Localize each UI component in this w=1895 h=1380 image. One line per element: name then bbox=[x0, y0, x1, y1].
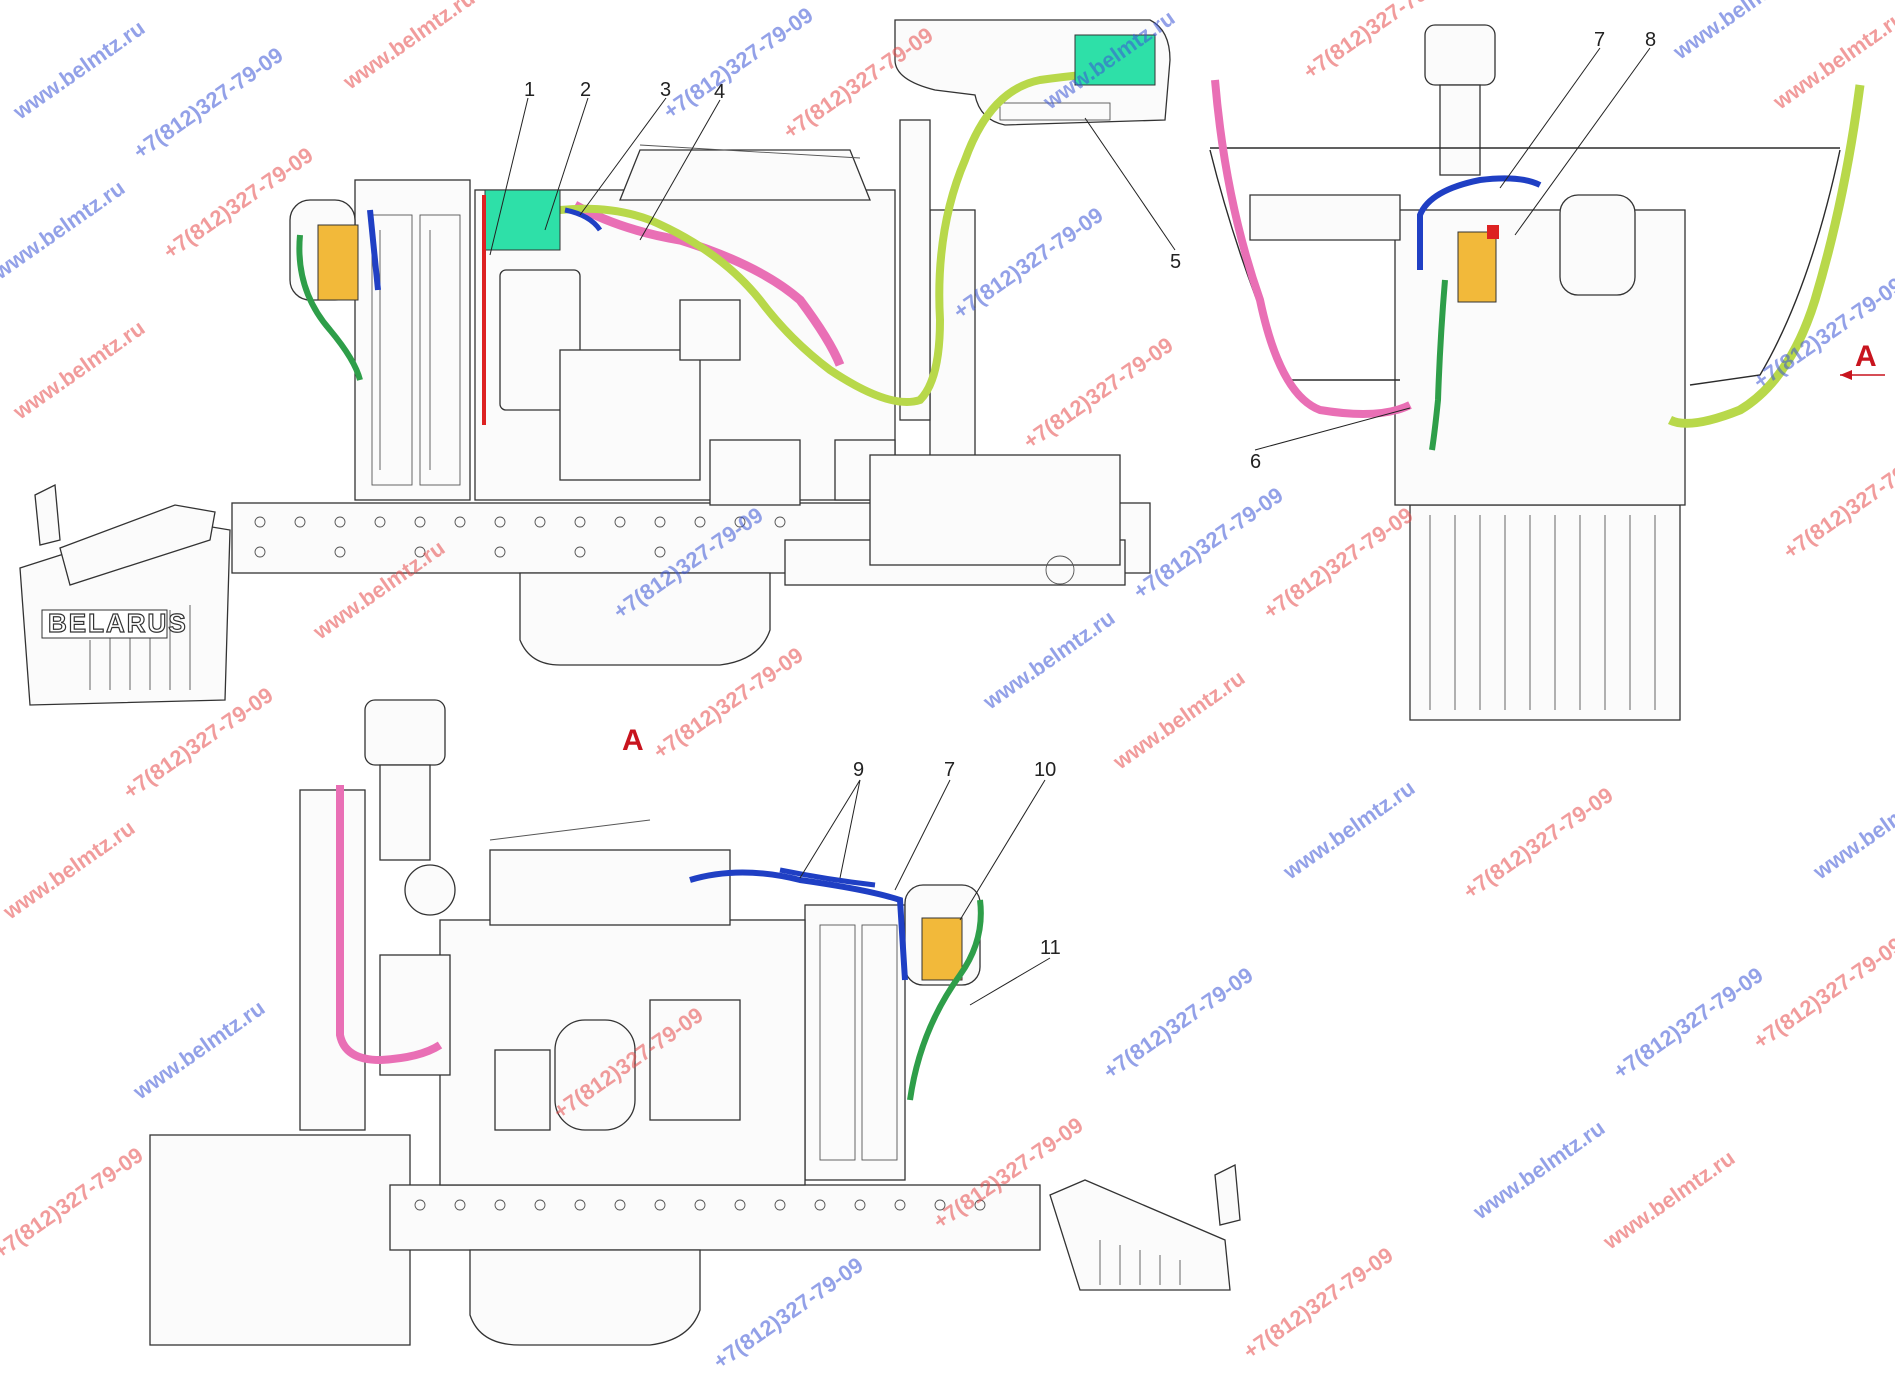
frame-rail-a bbox=[389, 1184, 1041, 1251]
callout-2: 2 bbox=[580, 79, 591, 101]
watermark-phone: +7(812)327-79-09 bbox=[1609, 962, 1768, 1084]
callout-leaders bbox=[489, 47, 1885, 1006]
watermark-phone: +7(812)327-79-09 bbox=[1129, 482, 1288, 604]
engine-a bbox=[379, 819, 806, 1186]
watermark-site: www.belmtz.ru bbox=[1278, 775, 1420, 885]
callout-3: 3 bbox=[660, 79, 671, 101]
fuel-filter-yellow-left bbox=[317, 224, 359, 301]
watermark-site: www.belmtz.ru bbox=[8, 315, 150, 425]
hose-dark-green-left bbox=[296, 234, 363, 381]
hose-blue-a-2 bbox=[779, 867, 876, 888]
hose-pink-right bbox=[1211, 79, 1412, 418]
hose-light-green-right bbox=[1667, 84, 1865, 428]
frame-holes bbox=[254, 516, 786, 558]
cab-contour-right bbox=[1689, 149, 1841, 386]
grille-box bbox=[1409, 504, 1681, 721]
oil-pan bbox=[519, 572, 771, 666]
watermark-phone: +7(812)327-79-09 bbox=[129, 42, 288, 164]
watermark-phone: +7(812)327-79-09 bbox=[1779, 442, 1895, 564]
expansion-tank-right bbox=[1559, 194, 1636, 296]
view-a-title: A bbox=[622, 724, 644, 757]
callout-numbers: 1 2 3 4 5 6 7 8 9 7 10 11 A A bbox=[524, 29, 1877, 959]
cab-post-a bbox=[299, 789, 366, 1131]
intake-duct-right bbox=[1249, 194, 1401, 241]
view-a-arrow-head bbox=[1840, 370, 1852, 380]
hose-blue-left-2 bbox=[564, 207, 603, 232]
oil-pan-a bbox=[469, 1249, 701, 1346]
cab-contour-left bbox=[1209, 149, 1400, 381]
callout-4: 4 bbox=[714, 81, 725, 103]
red-marker-left bbox=[482, 195, 486, 425]
callout-8: 8 bbox=[1645, 29, 1656, 51]
callout-5: 5 bbox=[1170, 251, 1181, 273]
watermark-phone: +7(812)327-79-09 bbox=[1259, 502, 1418, 624]
radiator-right bbox=[1394, 209, 1686, 506]
fuel-filter-yellow-a bbox=[921, 917, 963, 981]
callout-11: 11 bbox=[1040, 937, 1061, 959]
filter-teal-cab bbox=[1074, 34, 1156, 86]
watermark-site: www.belmtz.ru bbox=[1108, 665, 1250, 775]
watermark-site: www.belmtz.ru bbox=[1768, 5, 1895, 115]
watermark-site: www.belmtz.ru bbox=[978, 605, 1120, 715]
callout-10: 10 bbox=[1034, 759, 1056, 781]
front-weight-guard: BELARUS bbox=[19, 504, 231, 706]
hose-blue-a bbox=[689, 869, 908, 981]
watermark-phone: +7(812)327-79-09 bbox=[1019, 332, 1178, 454]
radiator-a bbox=[804, 904, 906, 1181]
hose-blue-right bbox=[1417, 175, 1542, 270]
watermark-phone: +7(812)327-79-09 bbox=[709, 1252, 868, 1374]
watermark-phone: +7(812)327-79-09 bbox=[1749, 932, 1895, 1054]
frame-holes-a bbox=[414, 1199, 986, 1211]
watermark-site: www.belmtz.ru bbox=[1598, 1145, 1740, 1255]
rear-view-right bbox=[1209, 24, 1865, 721]
callout-7-top: 7 bbox=[1594, 29, 1605, 51]
hose-dark-green-a bbox=[907, 899, 984, 1101]
watermark-site: www.belmtz.ru bbox=[0, 815, 139, 925]
watermark-phone: +7(812)327-79-09 bbox=[1099, 962, 1258, 1084]
callout-1: 1 bbox=[524, 79, 535, 101]
grille-slots bbox=[1429, 515, 1656, 710]
watermark-site: www.belmtz.ru bbox=[1808, 775, 1895, 885]
front-weight-guard-a bbox=[1049, 1163, 1241, 1291]
front-hitch bbox=[34, 483, 61, 546]
watermark-site: www.belmtz.ru bbox=[8, 15, 150, 125]
hose-pink-a bbox=[336, 785, 443, 1065]
side-view-a bbox=[149, 699, 1241, 1346]
callout-6: 6 bbox=[1250, 451, 1261, 473]
view-a-arrow-label: A bbox=[1855, 340, 1877, 373]
cab-mount-left bbox=[869, 119, 1121, 585]
air-intake-pipe-right bbox=[1439, 84, 1481, 176]
side-view-left: BELARUS bbox=[19, 19, 1171, 706]
watermark-site: www.belmtz.ru bbox=[1468, 1115, 1610, 1225]
air-intake-pipe-a bbox=[379, 764, 431, 861]
hose-dark-green-right bbox=[1429, 279, 1448, 451]
air-cleaner-cap-a bbox=[364, 699, 446, 766]
fuel-filter-yellow-right bbox=[1457, 231, 1497, 303]
air-cleaner-cap-right bbox=[1424, 24, 1496, 86]
hose-light-green-left bbox=[559, 69, 1141, 406]
transmission-housing bbox=[149, 1134, 411, 1346]
watermark-site: www.belmtz.ru bbox=[1668, 0, 1810, 65]
watermark-site: www.belmtz.ru bbox=[128, 995, 270, 1105]
watermark-phone: +7(812)327-79-09 bbox=[1459, 782, 1618, 904]
watermark-phone: +7(812)327-79-09 bbox=[0, 1142, 148, 1264]
red-marker-right bbox=[1487, 225, 1499, 239]
hose-pink-left bbox=[572, 201, 845, 367]
belarus-logo-text: BELARUS bbox=[48, 608, 188, 638]
callout-9: 9 bbox=[853, 759, 864, 781]
watermark-phone: +7(812)327-79-09 bbox=[1239, 1242, 1398, 1364]
filter-teal-left bbox=[484, 189, 561, 251]
watermark-site: www.belmtz.ru bbox=[0, 175, 129, 285]
watermark-site: www.belmtz.ru bbox=[338, 0, 480, 95]
callout-7-bottom: 7 bbox=[944, 759, 955, 781]
hose-blue-left bbox=[367, 209, 381, 291]
watermark-phone: +7(812)327-79-09 bbox=[659, 2, 818, 124]
